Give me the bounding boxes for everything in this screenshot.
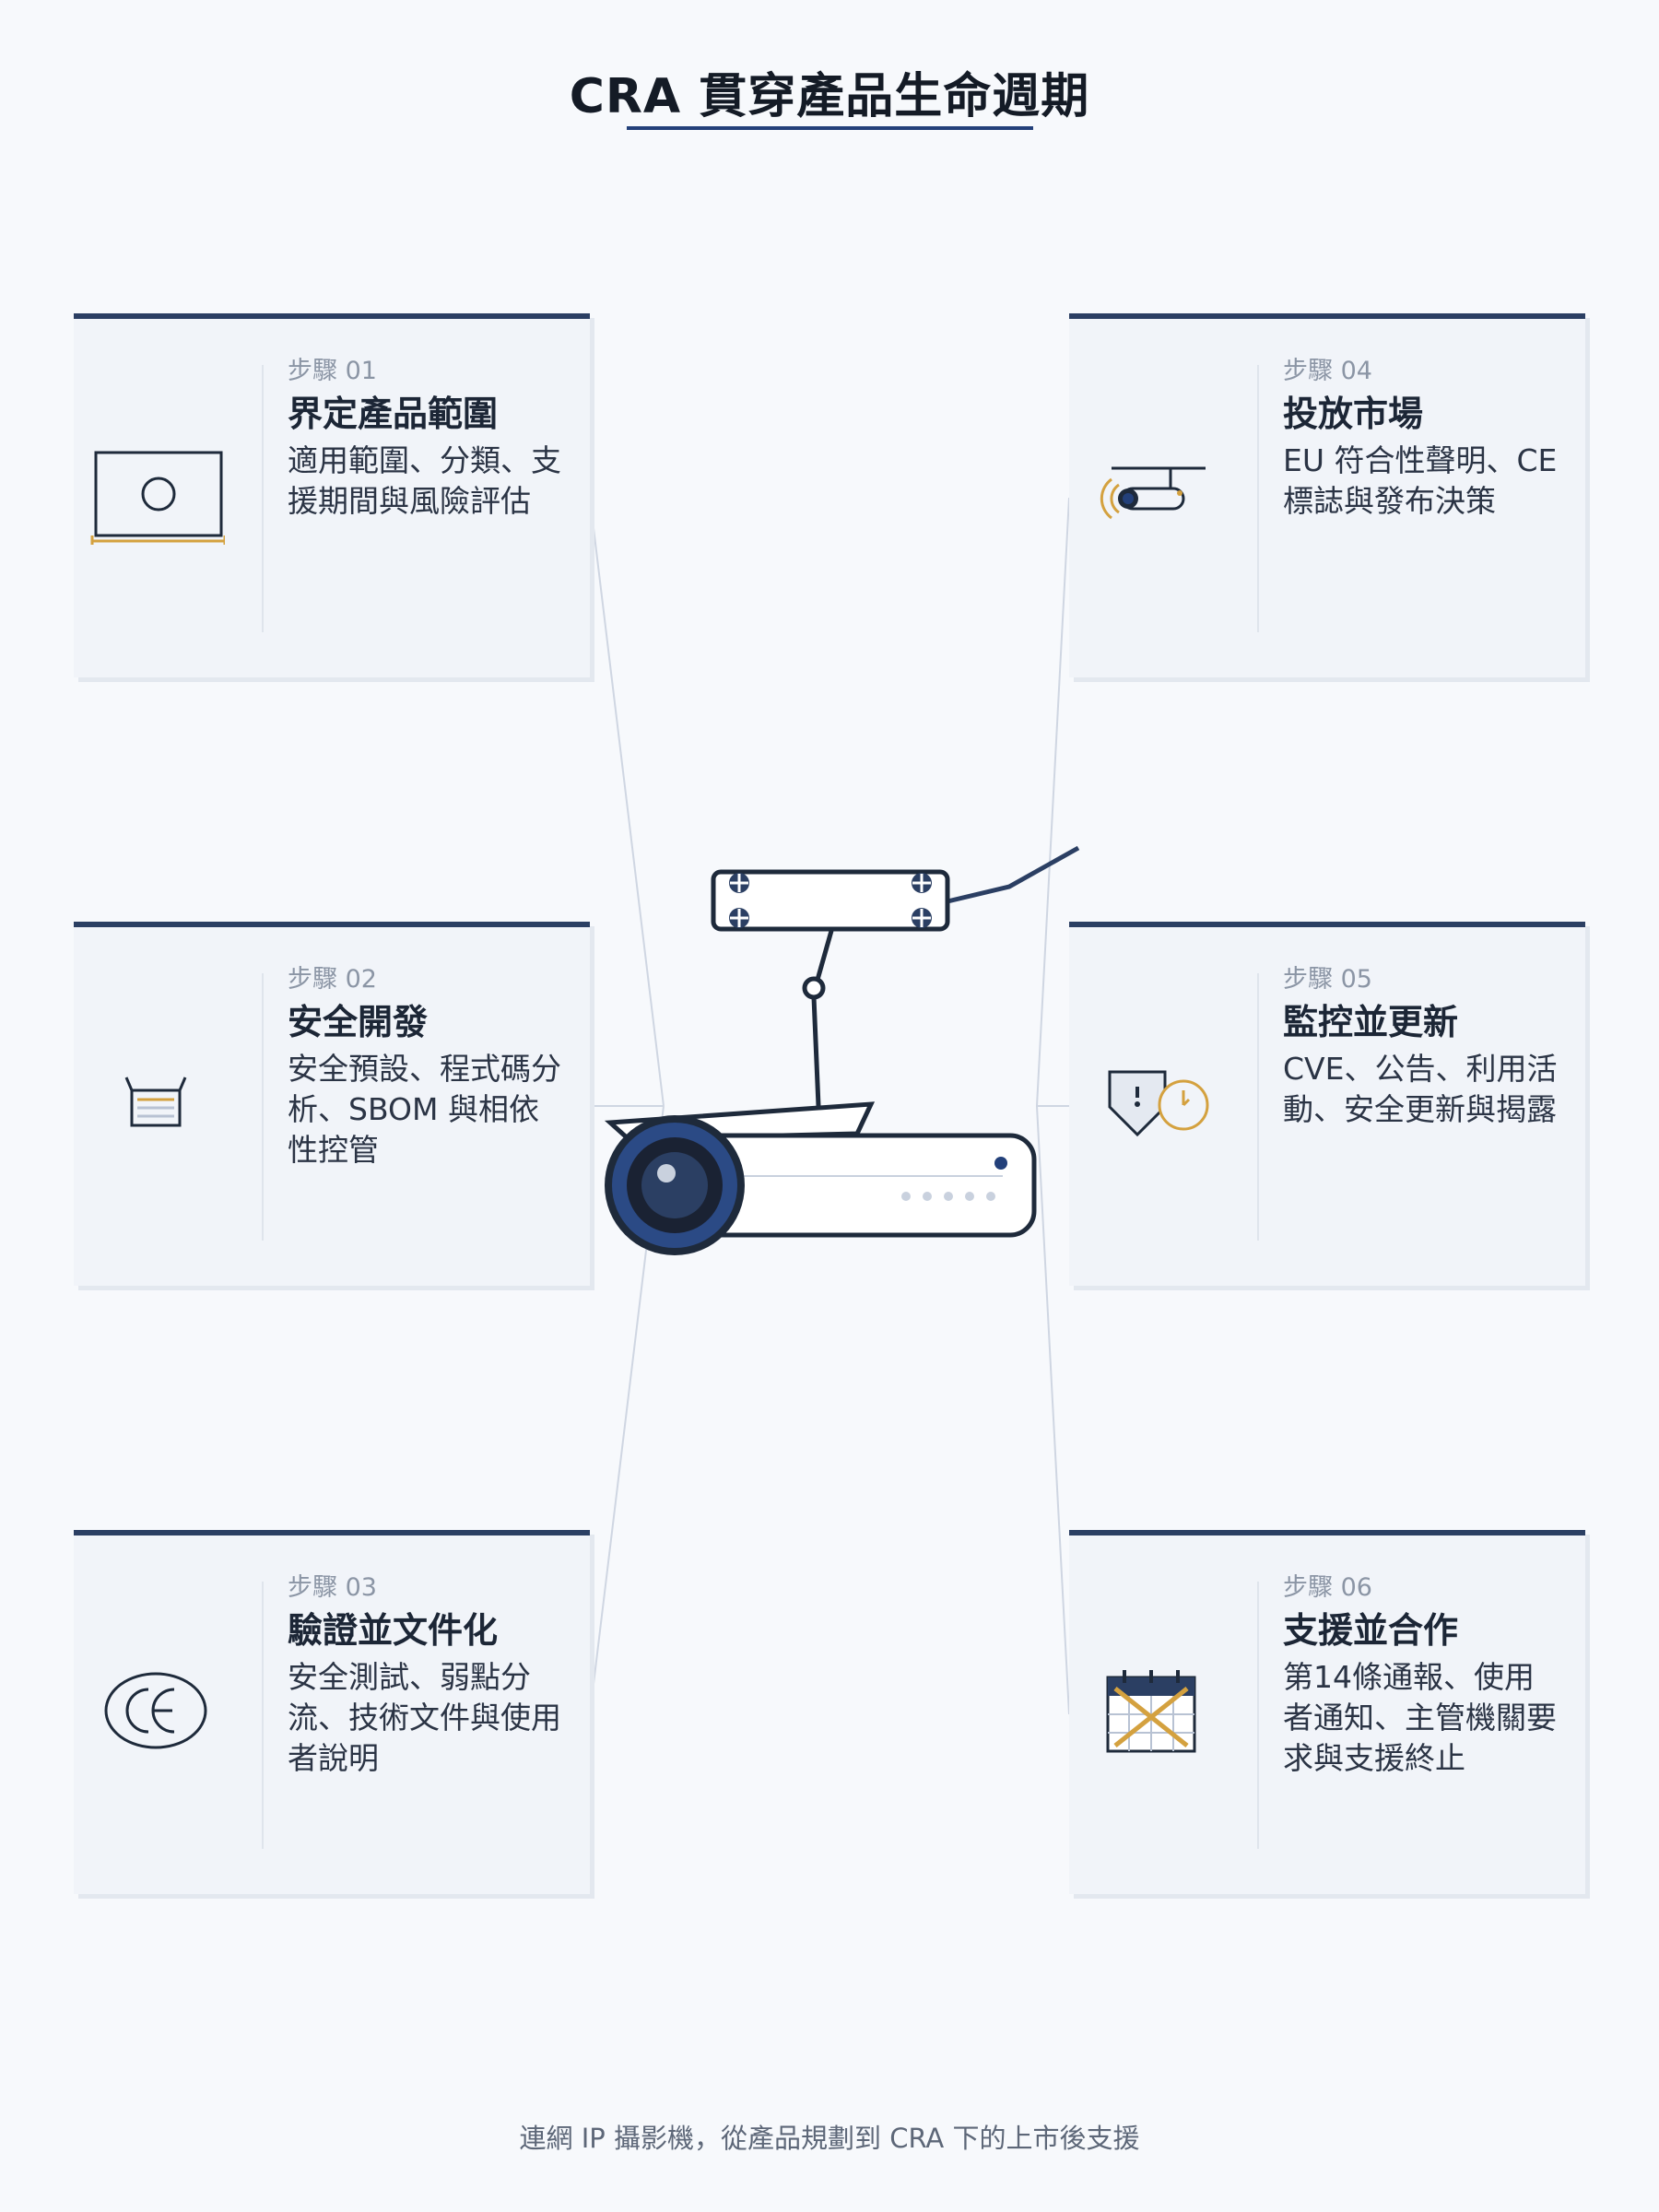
step-card-02: 步驟 02 安全開發 安全預設、程式碼分析、SBOM 與相依性控管 — [74, 922, 590, 1286]
code-tray-icon — [87, 1010, 225, 1194]
ip-camera-illustration — [604, 845, 1080, 1255]
step-card-05: 步驟 05 監控並更新 CVE、公告、利用活動、安全更新與揭露 — [1069, 922, 1585, 1286]
step-label: 步驟 02 — [288, 965, 377, 994]
step-description: 第14條通報、使用者通知、主管機關要求與支援終止 — [1283, 1659, 1557, 1776]
step-description: CVE、公告、利用活動、安全更新與揭露 — [1283, 1051, 1558, 1127]
step-heading: 驗證並文件化 — [288, 1610, 499, 1651]
step-heading: 監控並更新 — [1283, 1002, 1459, 1042]
step-card-03: 步驟 03 驗證並文件化 安全測試、弱點分流、技術文件與使用者說明 — [74, 1530, 590, 1894]
step-description: 安全預設、程式碼分析、SBOM 與相依性控管 — [288, 1051, 561, 1168]
step-label: 步驟 04 — [1283, 357, 1372, 385]
step-heading: 投放市場 — [1283, 394, 1424, 434]
step-heading: 安全開發 — [288, 1002, 429, 1042]
step-label: 步驟 03 — [288, 1573, 377, 1602]
step-heading: 界定產品範圍 — [288, 394, 499, 434]
step-card-06: 步驟 06 支援並合作 第14條通報、使用者通知、主管機關要求與支援終止 — [1069, 1530, 1585, 1894]
page-title: CRA 貫穿產品生命週期 — [569, 69, 1090, 124]
product-box-icon — [87, 402, 225, 586]
step-description: EU 符合性聲明、CE 標誌與發布決策 — [1283, 442, 1558, 519]
step-heading: 支援並合作 — [1283, 1610, 1459, 1651]
footer-caption: 連網 IP 攝影機，從產品規劃到 CRA 下的上市後支援 — [519, 2123, 1140, 2154]
shield-clock-icon — [1082, 1010, 1220, 1194]
step-label: 步驟 01 — [288, 357, 377, 385]
step-description: 適用範圍、分類、支援期間與風險評估 — [288, 442, 561, 519]
step-card-04: 步驟 04 投放市場 EU 符合性聲明、CE 標誌與發布決策 — [1069, 313, 1585, 677]
ceiling-camera-icon — [1082, 402, 1220, 586]
step-description: 安全測試、弱點分流、技術文件與使用者說明 — [288, 1659, 561, 1776]
calendar-end-icon — [1082, 1618, 1220, 1803]
ce-mark-icon — [87, 1618, 225, 1803]
step-card-01: 步驟 01 界定產品範圍 適用範圍、分類、支援期間與風險評估 — [74, 313, 590, 677]
step-label: 步驟 05 — [1283, 965, 1372, 994]
step-label: 步驟 06 — [1283, 1573, 1372, 1602]
title-underline — [627, 126, 1033, 130]
